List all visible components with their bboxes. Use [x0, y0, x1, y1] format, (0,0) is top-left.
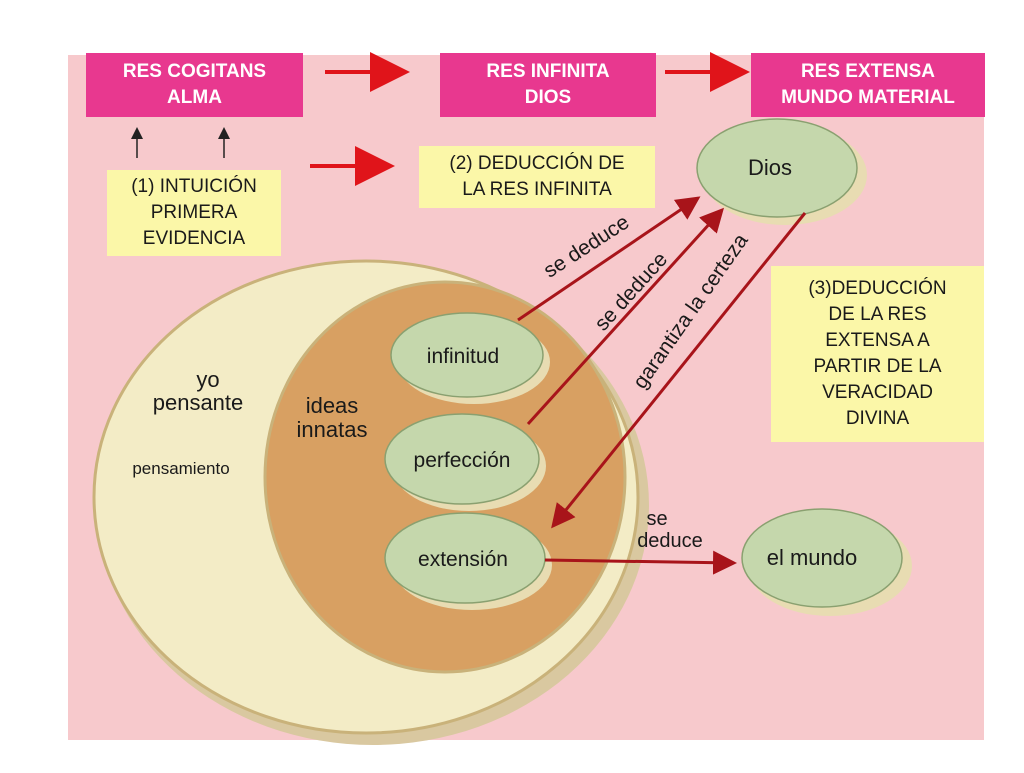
infinitud-node — [390, 312, 544, 398]
deduccion-extensa-note: (3)DEDUCCIÓN DE LA RES EXTENSA A PARTIR … — [771, 266, 984, 442]
res-infinita-box: RES INFINITA DIOS — [440, 53, 656, 117]
perfeccion-label: perfección — [414, 449, 511, 472]
innatas-label: innatas — [297, 417, 368, 442]
se-label: se — [646, 508, 667, 530]
perfeccion-node — [384, 413, 540, 505]
dios-label: Dios — [748, 155, 792, 180]
arrow-infinitud-to-dios — [517, 196, 701, 322]
arrow-dios-to-extension — [551, 212, 807, 529]
deduce-label: deduce — [637, 530, 703, 552]
res-extensa-box: RES EXTENSA MUNDO MATERIAL — [751, 53, 985, 117]
res-cogitans-box: RES COGITANS ALMA — [86, 53, 303, 117]
dios-node — [696, 118, 858, 218]
arrow-extension-to-mundo — [544, 550, 737, 575]
yo-label: yo — [196, 367, 219, 392]
el-mundo-node — [741, 508, 903, 608]
infinitud-label: infinitud — [427, 345, 499, 368]
deduccion-infinita-note: (2) DEDUCCIÓN DE LA RES INFINITA — [419, 146, 655, 208]
extension-node — [384, 512, 546, 604]
pensamiento-label: pensamiento — [132, 459, 229, 478]
arrow-perfeccion-to-dios — [526, 207, 725, 426]
ideas-label: ideas — [306, 393, 359, 418]
extension-label: extensión — [418, 548, 508, 571]
pensante-label: pensante — [153, 390, 244, 415]
el-mundo-label: el mundo — [767, 545, 858, 570]
intuicion-note: (1) INTUICIÓN PRIMERA EVIDENCIA — [107, 170, 281, 256]
